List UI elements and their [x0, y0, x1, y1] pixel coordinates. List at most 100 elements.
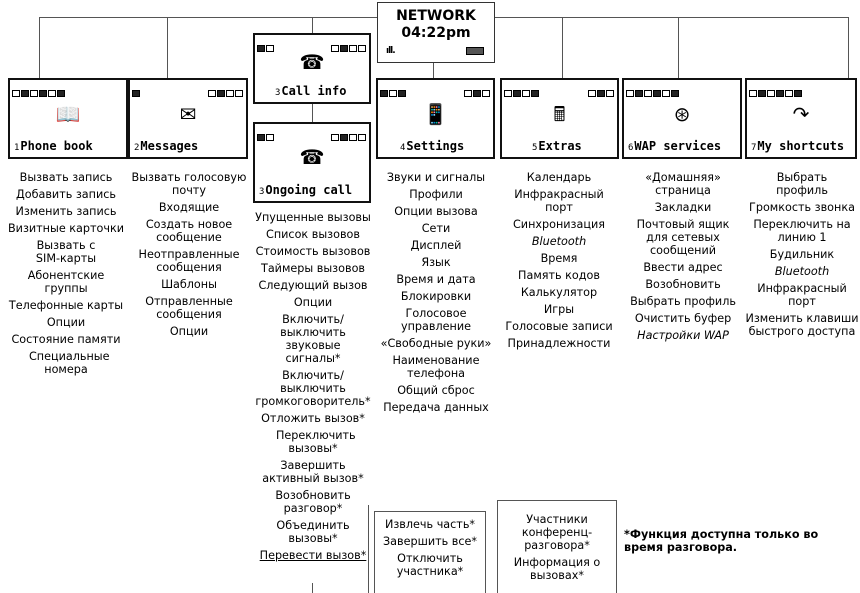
submenu-participants-list: Участники конференц-разговора* Информаци…: [498, 513, 616, 586]
menu-settings: Звуки и сигналы Профили Опции вызова Сет…: [375, 171, 497, 418]
network-time: 04:22pm: [401, 25, 471, 41]
connector-sub: [368, 505, 369, 593]
screen-shortcuts: ↷ 7My shortcuts: [745, 78, 857, 159]
menu-item[interactable]: Настройки WAP: [637, 329, 729, 342]
menu-item[interactable]: Список вызовов: [266, 228, 360, 241]
menu-item[interactable]: Извлечь часть*: [384, 518, 476, 531]
menu-item[interactable]: Выбрать профиль: [776, 171, 828, 197]
menu-item[interactable]: Изменить запись: [15, 205, 117, 218]
menu-item[interactable]: Ввести адрес: [643, 261, 723, 274]
menu-item[interactable]: Игры: [543, 303, 575, 316]
menu-item[interactable]: Опции: [46, 316, 86, 329]
menu-item[interactable]: Следующий вызов: [258, 279, 368, 292]
screen-label-messages: 2Messages: [134, 139, 199, 153]
menu-item[interactable]: Синхронизация: [513, 218, 605, 231]
menu-item[interactable]: Телефонные карты: [8, 299, 124, 312]
menu-item[interactable]: Создать новое сообщение: [145, 218, 233, 244]
menu-item[interactable]: Bluetooth: [774, 265, 830, 278]
menu-item[interactable]: Опции: [293, 296, 333, 309]
menu-item[interactable]: Состояние памяти: [11, 333, 121, 346]
menu-item[interactable]: Возобновить: [645, 278, 721, 291]
menu-item[interactable]: Закладки: [654, 201, 712, 214]
menu-item[interactable]: Звуки и сигналы: [386, 171, 486, 184]
menu-item[interactable]: Профили: [409, 188, 463, 201]
menu-shortcuts: Выбрать профиль Громкость звонка Переклю…: [745, 171, 859, 342]
menu-item[interactable]: Отправленные сообщения: [145, 295, 233, 321]
menu-item[interactable]: Информация о вызовах*: [513, 556, 601, 582]
network-title: NETWORK: [396, 8, 476, 24]
footnote: *Функция доступна только во время разгов…: [624, 528, 819, 554]
menu-item[interactable]: Дисплей: [410, 239, 462, 252]
menu-item[interactable]: Специальные номера: [29, 350, 110, 376]
menu-item[interactable]: Принадлежности: [507, 337, 611, 350]
menu-item[interactable]: Завершить активный вызов*: [262, 459, 364, 485]
menu-item[interactable]: Общий сброс: [397, 384, 475, 397]
menu-item[interactable]: Почтовый ящик для сетевых сообщений: [636, 218, 730, 257]
calculator-icon: 🖩: [553, 102, 566, 126]
menu-item[interactable]: Переключить вызовы*: [276, 429, 356, 455]
menu-item[interactable]: Громкость звонка: [749, 201, 855, 214]
menu-item[interactable]: Голосовые записи: [505, 320, 613, 333]
menu-item[interactable]: Визитные карточки: [8, 222, 124, 235]
menu-item[interactable]: Инфракрасный порт: [514, 188, 604, 214]
screen-wap: ⊛ 6WAP services: [622, 78, 742, 159]
status-icons: [132, 82, 244, 97]
menu-item[interactable]: Упущенные вызовы: [255, 211, 371, 224]
arrow-shortcut-icon: ↷: [792, 102, 810, 126]
menu-item[interactable]: Вызвать голосовую почту: [131, 171, 247, 197]
menu-item[interactable]: Память кодов: [518, 269, 600, 282]
menu-item[interactable]: Объединить вызовы*: [276, 519, 350, 545]
menu-item[interactable]: Стоимость вызовов: [255, 245, 371, 258]
screen-label-ongoing: 3Ongoing call: [259, 183, 353, 197]
handset-info-icon: ☎: [299, 145, 325, 169]
menu-item[interactable]: Отложить вызов*: [261, 412, 365, 425]
status-icons: [504, 82, 615, 97]
phone-settings-icon: 📱: [423, 102, 448, 126]
menu-item[interactable]: Отключить участника*: [396, 552, 464, 578]
screen-label-settings: 4Settings: [400, 139, 465, 153]
menu-item[interactable]: Вызвать запись: [19, 171, 113, 184]
screen-settings: 📱 4Settings: [376, 78, 495, 159]
menu-item[interactable]: Передача данных: [383, 401, 489, 414]
menu-item[interactable]: Входящие: [158, 201, 220, 214]
menu-item[interactable]: Изменить клавиши быстрого доступа: [745, 312, 859, 338]
menu-item[interactable]: Участники конференц-разговора*: [521, 513, 593, 552]
handset-info-icon: ☎: [299, 50, 325, 74]
menu-item[interactable]: Bluetooth: [531, 235, 587, 248]
menu-item[interactable]: Переключить на линию 1: [753, 218, 851, 244]
menu-item[interactable]: Язык: [421, 256, 451, 269]
connector-down-2: [167, 17, 168, 78]
menu-item[interactable]: «Свободные руки»: [380, 337, 492, 350]
menu-item[interactable]: Перевести вызов*: [259, 549, 367, 562]
menu-item[interactable]: Опции: [169, 325, 209, 338]
menu-item[interactable]: Сети: [421, 222, 451, 235]
menu-item[interactable]: Очистить буфер: [634, 312, 732, 325]
menu-item[interactable]: Будильник: [769, 248, 835, 261]
menu-item[interactable]: Вызвать с SIM-карты: [35, 239, 97, 265]
menu-item[interactable]: Возобновить разговор*: [275, 489, 351, 515]
menu-item[interactable]: Календарь: [526, 171, 592, 184]
menu-item[interactable]: Включить/ выключить звуковые сигналы*: [280, 313, 346, 365]
open-book-icon: 📖: [55, 102, 81, 126]
menu-item[interactable]: Выбрать профиль: [630, 295, 736, 308]
menu-item[interactable]: Голосовое управление: [401, 307, 471, 333]
menu-item[interactable]: «Домашняя» страница: [645, 171, 721, 197]
menu-item[interactable]: Инфракрасный порт: [757, 282, 847, 308]
screen-label-callinfo: 3Call info: [275, 84, 347, 98]
menu-item[interactable]: Блокировки: [400, 290, 472, 303]
menu-phonebook: Вызвать запись Добавить запись Изменить …: [3, 171, 129, 380]
menu-item[interactable]: Калькулятор: [520, 286, 598, 299]
menu-item[interactable]: Шаблоны: [161, 278, 217, 291]
menu-item[interactable]: Время: [540, 252, 578, 265]
menu-item[interactable]: Время и дата: [396, 273, 476, 286]
menu-item[interactable]: Наименование телефона: [392, 354, 480, 380]
menu-item[interactable]: Включить/ выключить громкоговоритель*: [255, 369, 371, 408]
menu-item[interactable]: Опции вызова: [394, 205, 478, 218]
menu-item[interactable]: Таймеры вызовов: [260, 262, 366, 275]
menu-item[interactable]: Абонентские группы: [27, 269, 105, 295]
menu-item[interactable]: Добавить запись: [15, 188, 116, 201]
menu-item[interactable]: Завершить все*: [382, 535, 477, 548]
signal-strength-icon: ıll.: [386, 46, 396, 56]
menu-item[interactable]: Неотправленные сообщения: [138, 248, 240, 274]
submenu-conference-list: Извлечь часть* Завершить все* Отключить …: [375, 518, 485, 582]
